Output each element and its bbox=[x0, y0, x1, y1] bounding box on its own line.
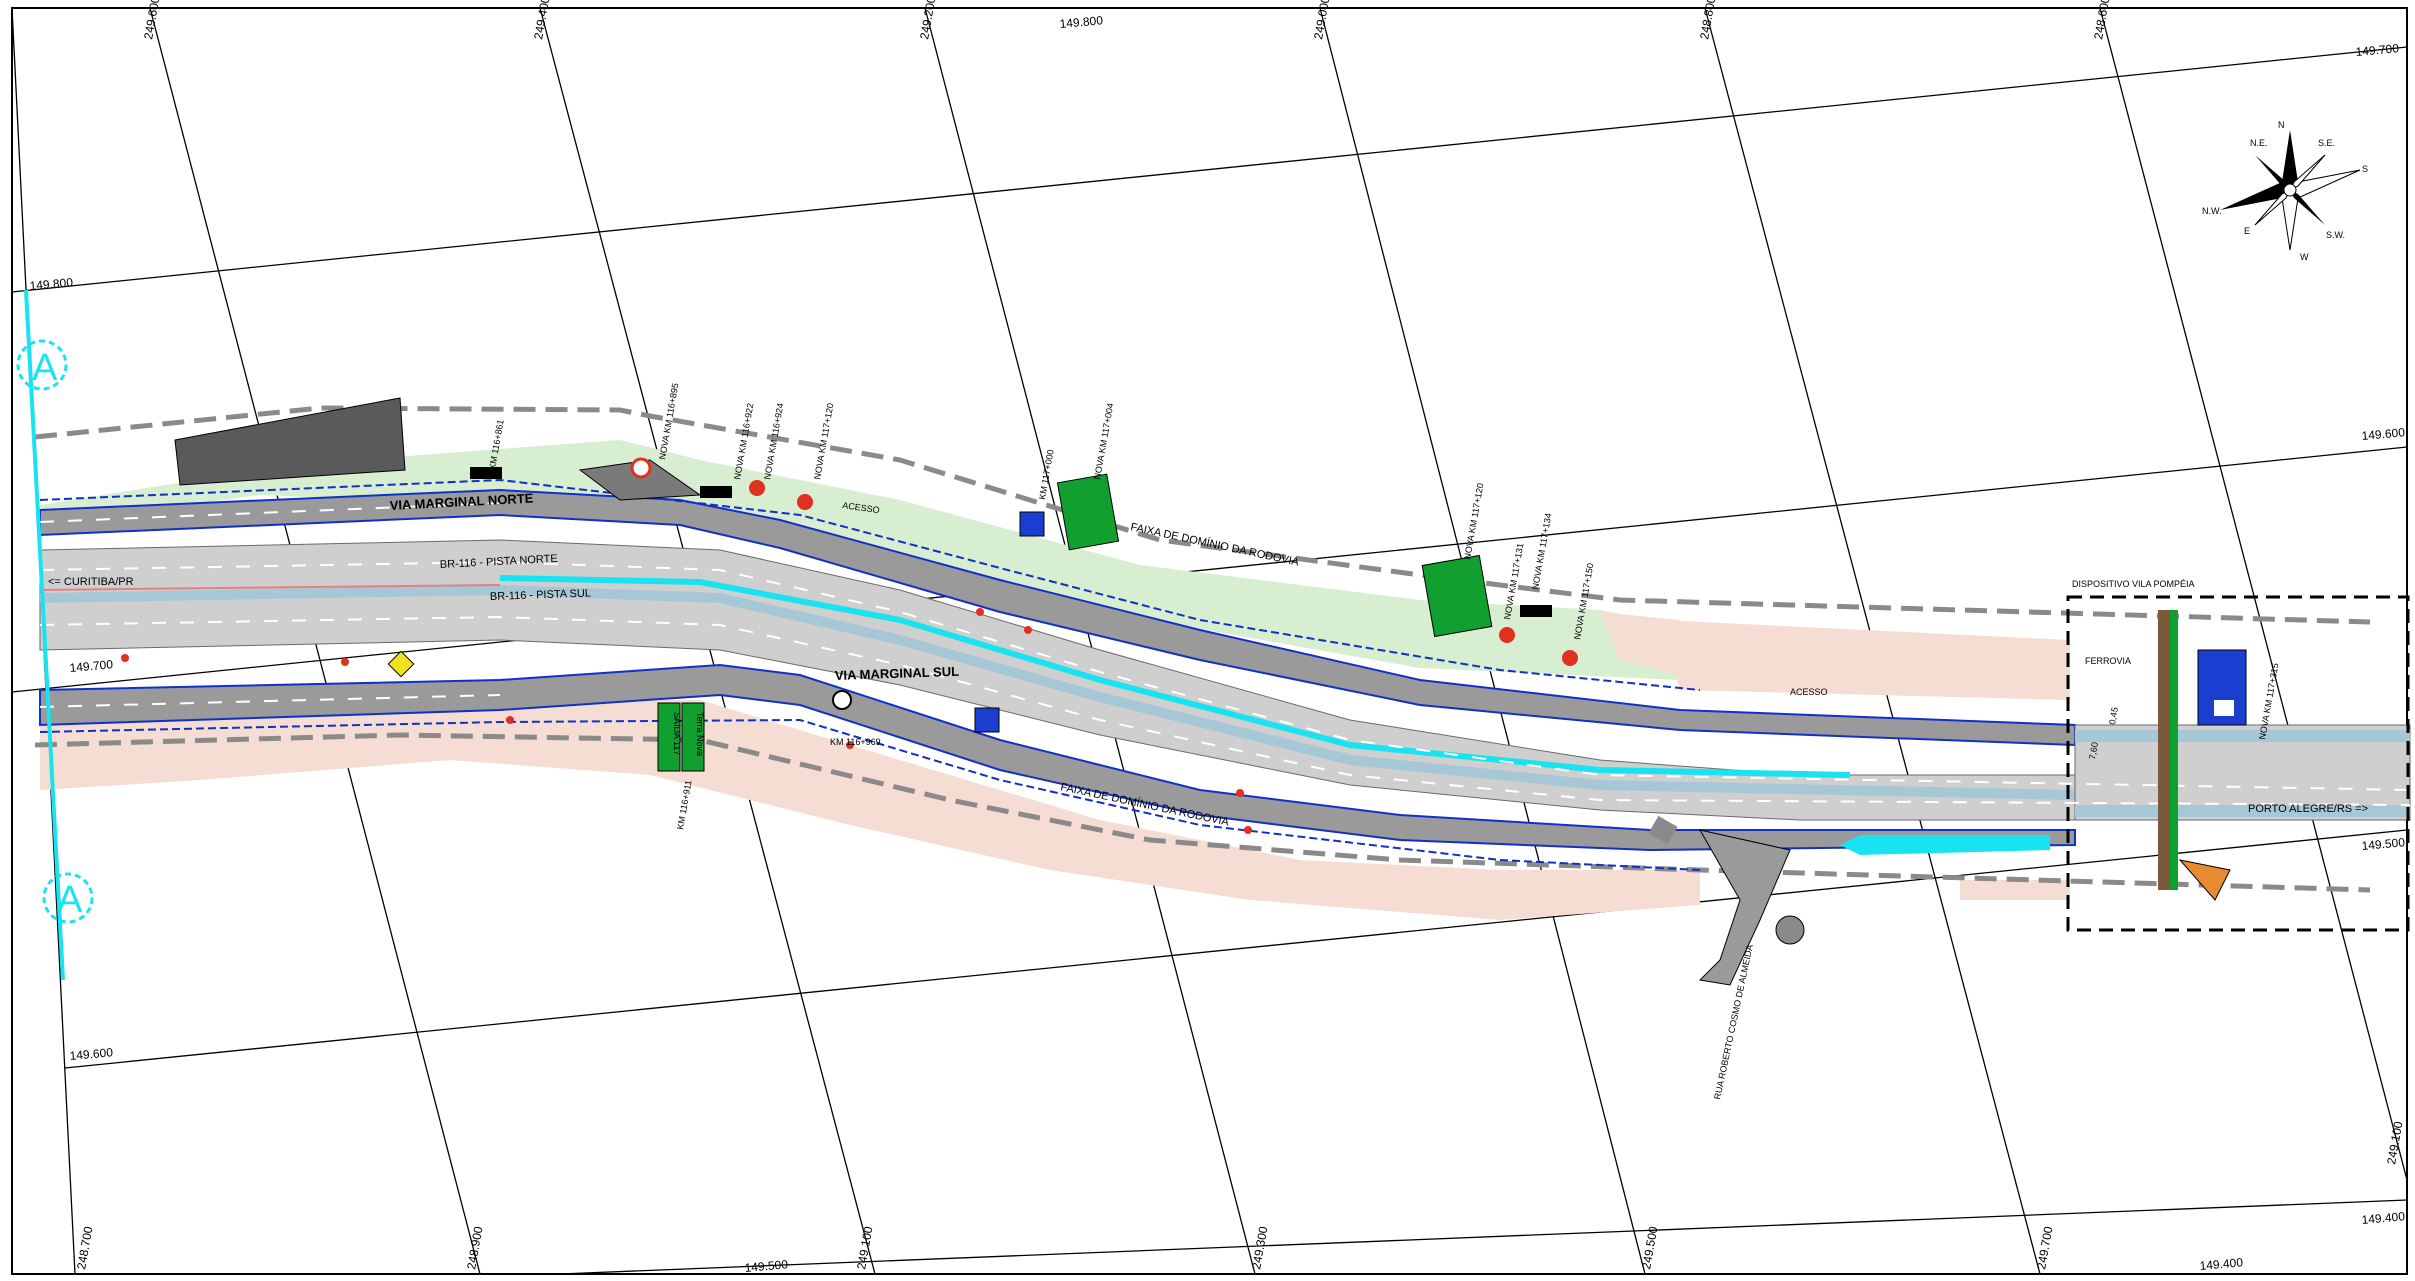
road-signs: SAÍDA 117 Terra Nova bbox=[387, 457, 2247, 772]
compass-sw: S.W. bbox=[2326, 230, 2345, 240]
compass-w: N.W. bbox=[2202, 206, 2222, 216]
sign-green-1: SAÍDA 117 bbox=[672, 712, 682, 755]
grid-label-right: 249.100 bbox=[2384, 1120, 2405, 1165]
grid-label-bottom: 248.900 bbox=[464, 1225, 485, 1270]
km-label: NOVA KM 117+120 bbox=[1462, 482, 1485, 560]
label-ferrovia: FERROVIA bbox=[2085, 656, 2131, 666]
label-via-marginal-sul: VIA MARGINAL SUL bbox=[835, 664, 960, 683]
sign-green-2 bbox=[1056, 473, 1120, 551]
railway-track bbox=[2158, 610, 2170, 890]
grid-label-bottom: 149.500 bbox=[744, 1257, 789, 1275]
sign-regulatory bbox=[630, 457, 652, 479]
grid-label-top: 249.000 bbox=[1311, 0, 1332, 41]
roads bbox=[39, 478, 2411, 986]
compass-e: E bbox=[2244, 226, 2250, 236]
label-acesso-2: ACESSO bbox=[1790, 687, 1828, 697]
markers bbox=[121, 608, 1252, 834]
grid-label-top: 248.600 bbox=[2091, 0, 2112, 41]
grid-label-left: 149.600 bbox=[69, 1045, 114, 1063]
km-label: KM 116+969 bbox=[830, 737, 881, 747]
dim-label: 7,60 bbox=[2087, 741, 2100, 760]
dimensions: 7,60 0,45 bbox=[2087, 706, 2120, 760]
grid-label-top: 249.600 bbox=[141, 0, 162, 41]
compass-w2: W bbox=[2300, 252, 2309, 262]
sign-blue-2 bbox=[1019, 511, 1045, 537]
grid-label-bottom: 248.700 bbox=[74, 1225, 95, 1270]
grid-label-top: 248.800 bbox=[1697, 0, 1718, 41]
north-arrow: N S N.E. S.E. N.W. S.W. E W bbox=[2202, 120, 2368, 262]
sign-green-1b: Terra Nova bbox=[695, 712, 705, 756]
grid-label-left: 149.700 bbox=[69, 657, 114, 675]
grid-label-bottom: 149.400 bbox=[2199, 1255, 2244, 1273]
km-label: NOVA KM 117+004 bbox=[1092, 402, 1115, 480]
grid-label-top: 249.400 bbox=[531, 0, 552, 41]
compass-n: N bbox=[2278, 120, 2285, 130]
right-of-way-lines bbox=[34, 405, 2371, 893]
label-dispositivo: DISPOSITIVO VILA POMPÉIA bbox=[2072, 579, 2195, 589]
grid-label-top: 149.800 bbox=[1059, 13, 1104, 31]
compass-se: S.E. bbox=[2318, 138, 2335, 148]
compass-s: S bbox=[2362, 164, 2368, 174]
detail-frame bbox=[2066, 595, 2410, 932]
sign-blue-3 bbox=[974, 707, 1000, 733]
km-label: KM 116+911 bbox=[675, 779, 694, 830]
km-label: KM 117+000 bbox=[1037, 449, 1056, 501]
label-porto-alegre: PORTO ALEGRE/RS => bbox=[2248, 803, 2368, 815]
km-label: NOVA KM 116+922 bbox=[732, 402, 755, 480]
grid-label-top: 249.200 bbox=[917, 0, 938, 41]
dim-label: 0,45 bbox=[2107, 706, 2120, 725]
section-mark-a-bottom: A bbox=[57, 879, 83, 921]
compass-ne: N.E. bbox=[2250, 138, 2268, 148]
grid-label-right: 149.600 bbox=[2361, 425, 2406, 443]
grid-label-right: 149.400 bbox=[2361, 1209, 2406, 1227]
grid-label-left: 149.800 bbox=[29, 275, 74, 293]
label-curitiba: <= CURITIBA/PR bbox=[48, 576, 134, 588]
grid-label-bottom: 249.500 bbox=[1639, 1225, 1660, 1270]
structures bbox=[174, 397, 2231, 901]
km-label: NOVA KM 117+134 bbox=[1530, 512, 1553, 590]
grid-label-top: 149.700 bbox=[2355, 41, 2400, 59]
section-mark-a-top: A bbox=[32, 347, 58, 389]
grid-label-bottom: 249.700 bbox=[2034, 1225, 2055, 1270]
section-line: A A bbox=[16, 289, 94, 981]
km-label: NOVA KM 117+120 bbox=[812, 402, 835, 480]
label-pista-sul: BR-116 - PISTA SUL bbox=[490, 587, 591, 603]
sign-green-3 bbox=[1421, 554, 1493, 638]
grid-label-right: 149.500 bbox=[2361, 835, 2406, 853]
grid-label-bottom: 249.300 bbox=[1249, 1225, 1270, 1270]
sign-stop bbox=[749, 480, 765, 496]
label-faixa-top: FAIXA DE DOMÍNIO DA RODOVIA bbox=[1129, 520, 1300, 569]
